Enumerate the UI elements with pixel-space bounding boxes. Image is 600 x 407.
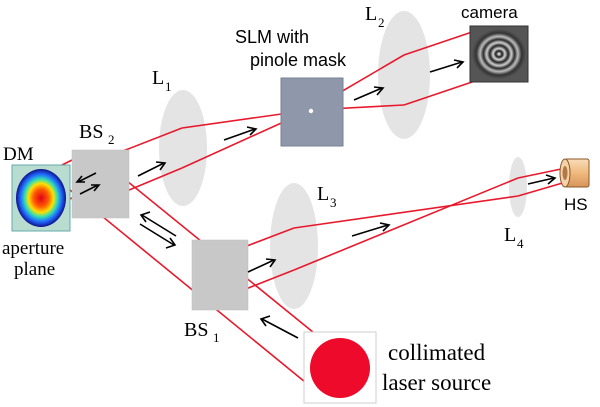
beam-l3-l4-lower xyxy=(293,177,519,271)
camera-sensor xyxy=(469,25,529,83)
arrow-l4-hs xyxy=(527,174,557,185)
beam-l2-camera-upper xyxy=(403,29,479,56)
label-slm-line2: pinole mask xyxy=(250,50,347,70)
label-l1-subscript: 1 xyxy=(165,79,172,94)
arrow-l3-l4 xyxy=(351,222,391,237)
label-aperture: aperture xyxy=(2,238,64,259)
beam-source-lower xyxy=(69,189,306,383)
label-dm: DM xyxy=(3,144,34,165)
beam-l4-hs-upper xyxy=(517,167,567,179)
label-l2-group: L 2 xyxy=(365,3,385,30)
arrow-bs1-bs2-up xyxy=(139,211,177,237)
lens-l2 xyxy=(378,11,430,139)
label-camera: camera xyxy=(461,3,518,22)
label-bs2-subscript: 2 xyxy=(108,132,115,147)
lens-l3 xyxy=(270,183,318,309)
label-plane: plane xyxy=(14,259,55,280)
label-l2-subscript: 2 xyxy=(378,15,385,30)
label-l3-subscript: 3 xyxy=(330,195,337,210)
label-l4-group: L 4 xyxy=(504,224,524,251)
label-l3: L xyxy=(317,183,329,205)
label-l3-group: L 3 xyxy=(317,183,337,210)
arrow-dm-bs2-right xyxy=(79,184,101,195)
arrow-bs2-dm-left xyxy=(75,172,97,183)
label-slm-line1: SLM with xyxy=(235,27,309,47)
arrow-bs1-l3 xyxy=(247,258,277,273)
slm-pinhole-mask xyxy=(280,77,344,147)
label-l4-subscript: 4 xyxy=(517,236,524,251)
lens-l4 xyxy=(509,157,527,217)
label-bs1: BS xyxy=(184,319,208,341)
arrow-l1-slm xyxy=(223,126,258,141)
beam-l3-l4-upper xyxy=(293,195,519,229)
arrow-source-bs1 xyxy=(259,315,299,339)
direction-arrows xyxy=(75,59,557,339)
label-bs1-subscript: 1 xyxy=(213,330,220,345)
beam-splitter-bs2 xyxy=(71,149,130,219)
label-source-line2: laser source xyxy=(382,370,491,395)
label-l1: L xyxy=(152,67,164,89)
label-bs2: BS xyxy=(79,121,103,143)
label-l2: L xyxy=(365,3,377,25)
label-l1-group: L 1 xyxy=(152,67,172,94)
beam-l4-hs-lower xyxy=(517,181,567,197)
hs-sensor xyxy=(559,158,590,188)
arrow-bs2-l1 xyxy=(137,161,167,177)
label-bs2-group: BS 2 xyxy=(79,121,115,147)
beam-splitter-bs1 xyxy=(191,239,249,311)
arrow-slm-l2 xyxy=(353,86,385,101)
label-bs1-group: BS 1 xyxy=(184,319,220,345)
label-l4: L xyxy=(504,224,516,246)
beam-l2-camera-lower xyxy=(403,79,479,106)
label-hs: HS xyxy=(564,195,588,214)
laser-source xyxy=(303,331,377,404)
deformable-mirror xyxy=(11,164,71,232)
arrow-l2-camera xyxy=(429,59,465,73)
label-source-line1: collimated xyxy=(388,340,486,365)
arrow-bs2-bs1-down xyxy=(139,223,177,249)
lens-l1 xyxy=(159,90,207,206)
